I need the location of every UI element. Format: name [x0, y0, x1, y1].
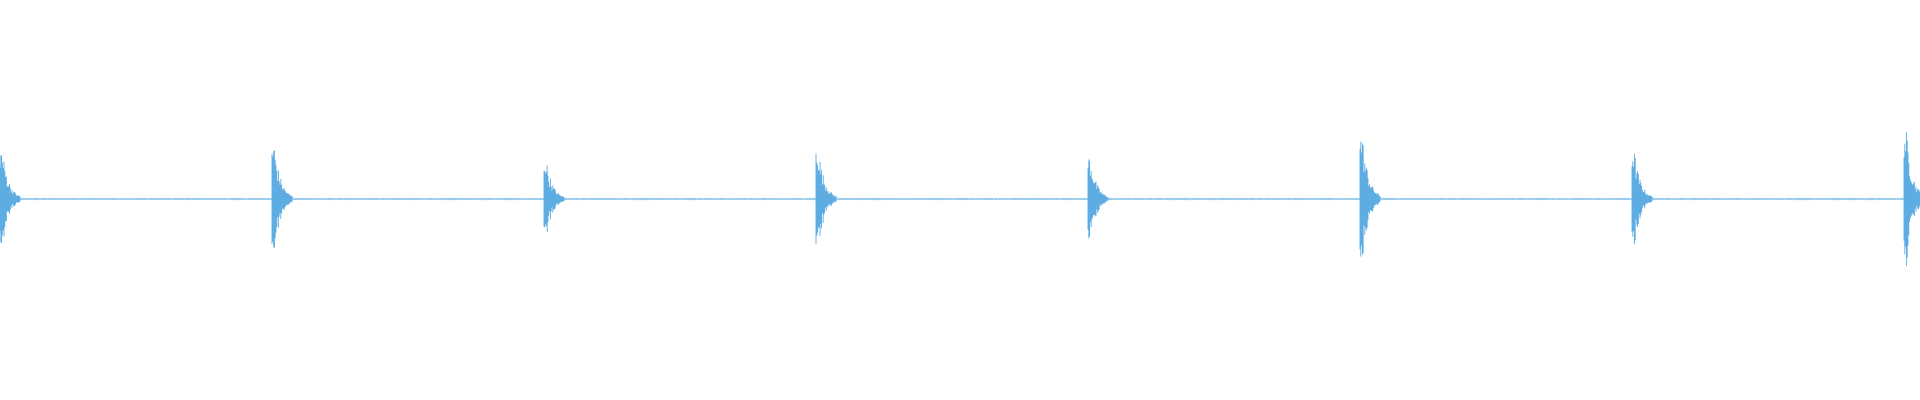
- burst-path: [1087, 159, 1109, 239]
- burst-path: [1631, 153, 1653, 245]
- burst-path: [0, 155, 21, 243]
- burst-path: [815, 153, 837, 245]
- waveform-noise: [0, 197, 1919, 201]
- waveform-burst: [0, 155, 21, 243]
- burst-path: [271, 150, 293, 248]
- waveform-burst: [1087, 159, 1109, 239]
- burst-path: [1359, 141, 1381, 257]
- burst-path: [543, 165, 565, 233]
- waveform-burst: [1631, 153, 1653, 245]
- waveform-burst: [815, 153, 837, 245]
- burst-path: [1903, 132, 1920, 266]
- waveform-burst: [543, 165, 565, 233]
- waveform-burst: [271, 150, 293, 248]
- waveform-burst: [1903, 132, 1920, 266]
- waveform-burst: [1359, 141, 1381, 257]
